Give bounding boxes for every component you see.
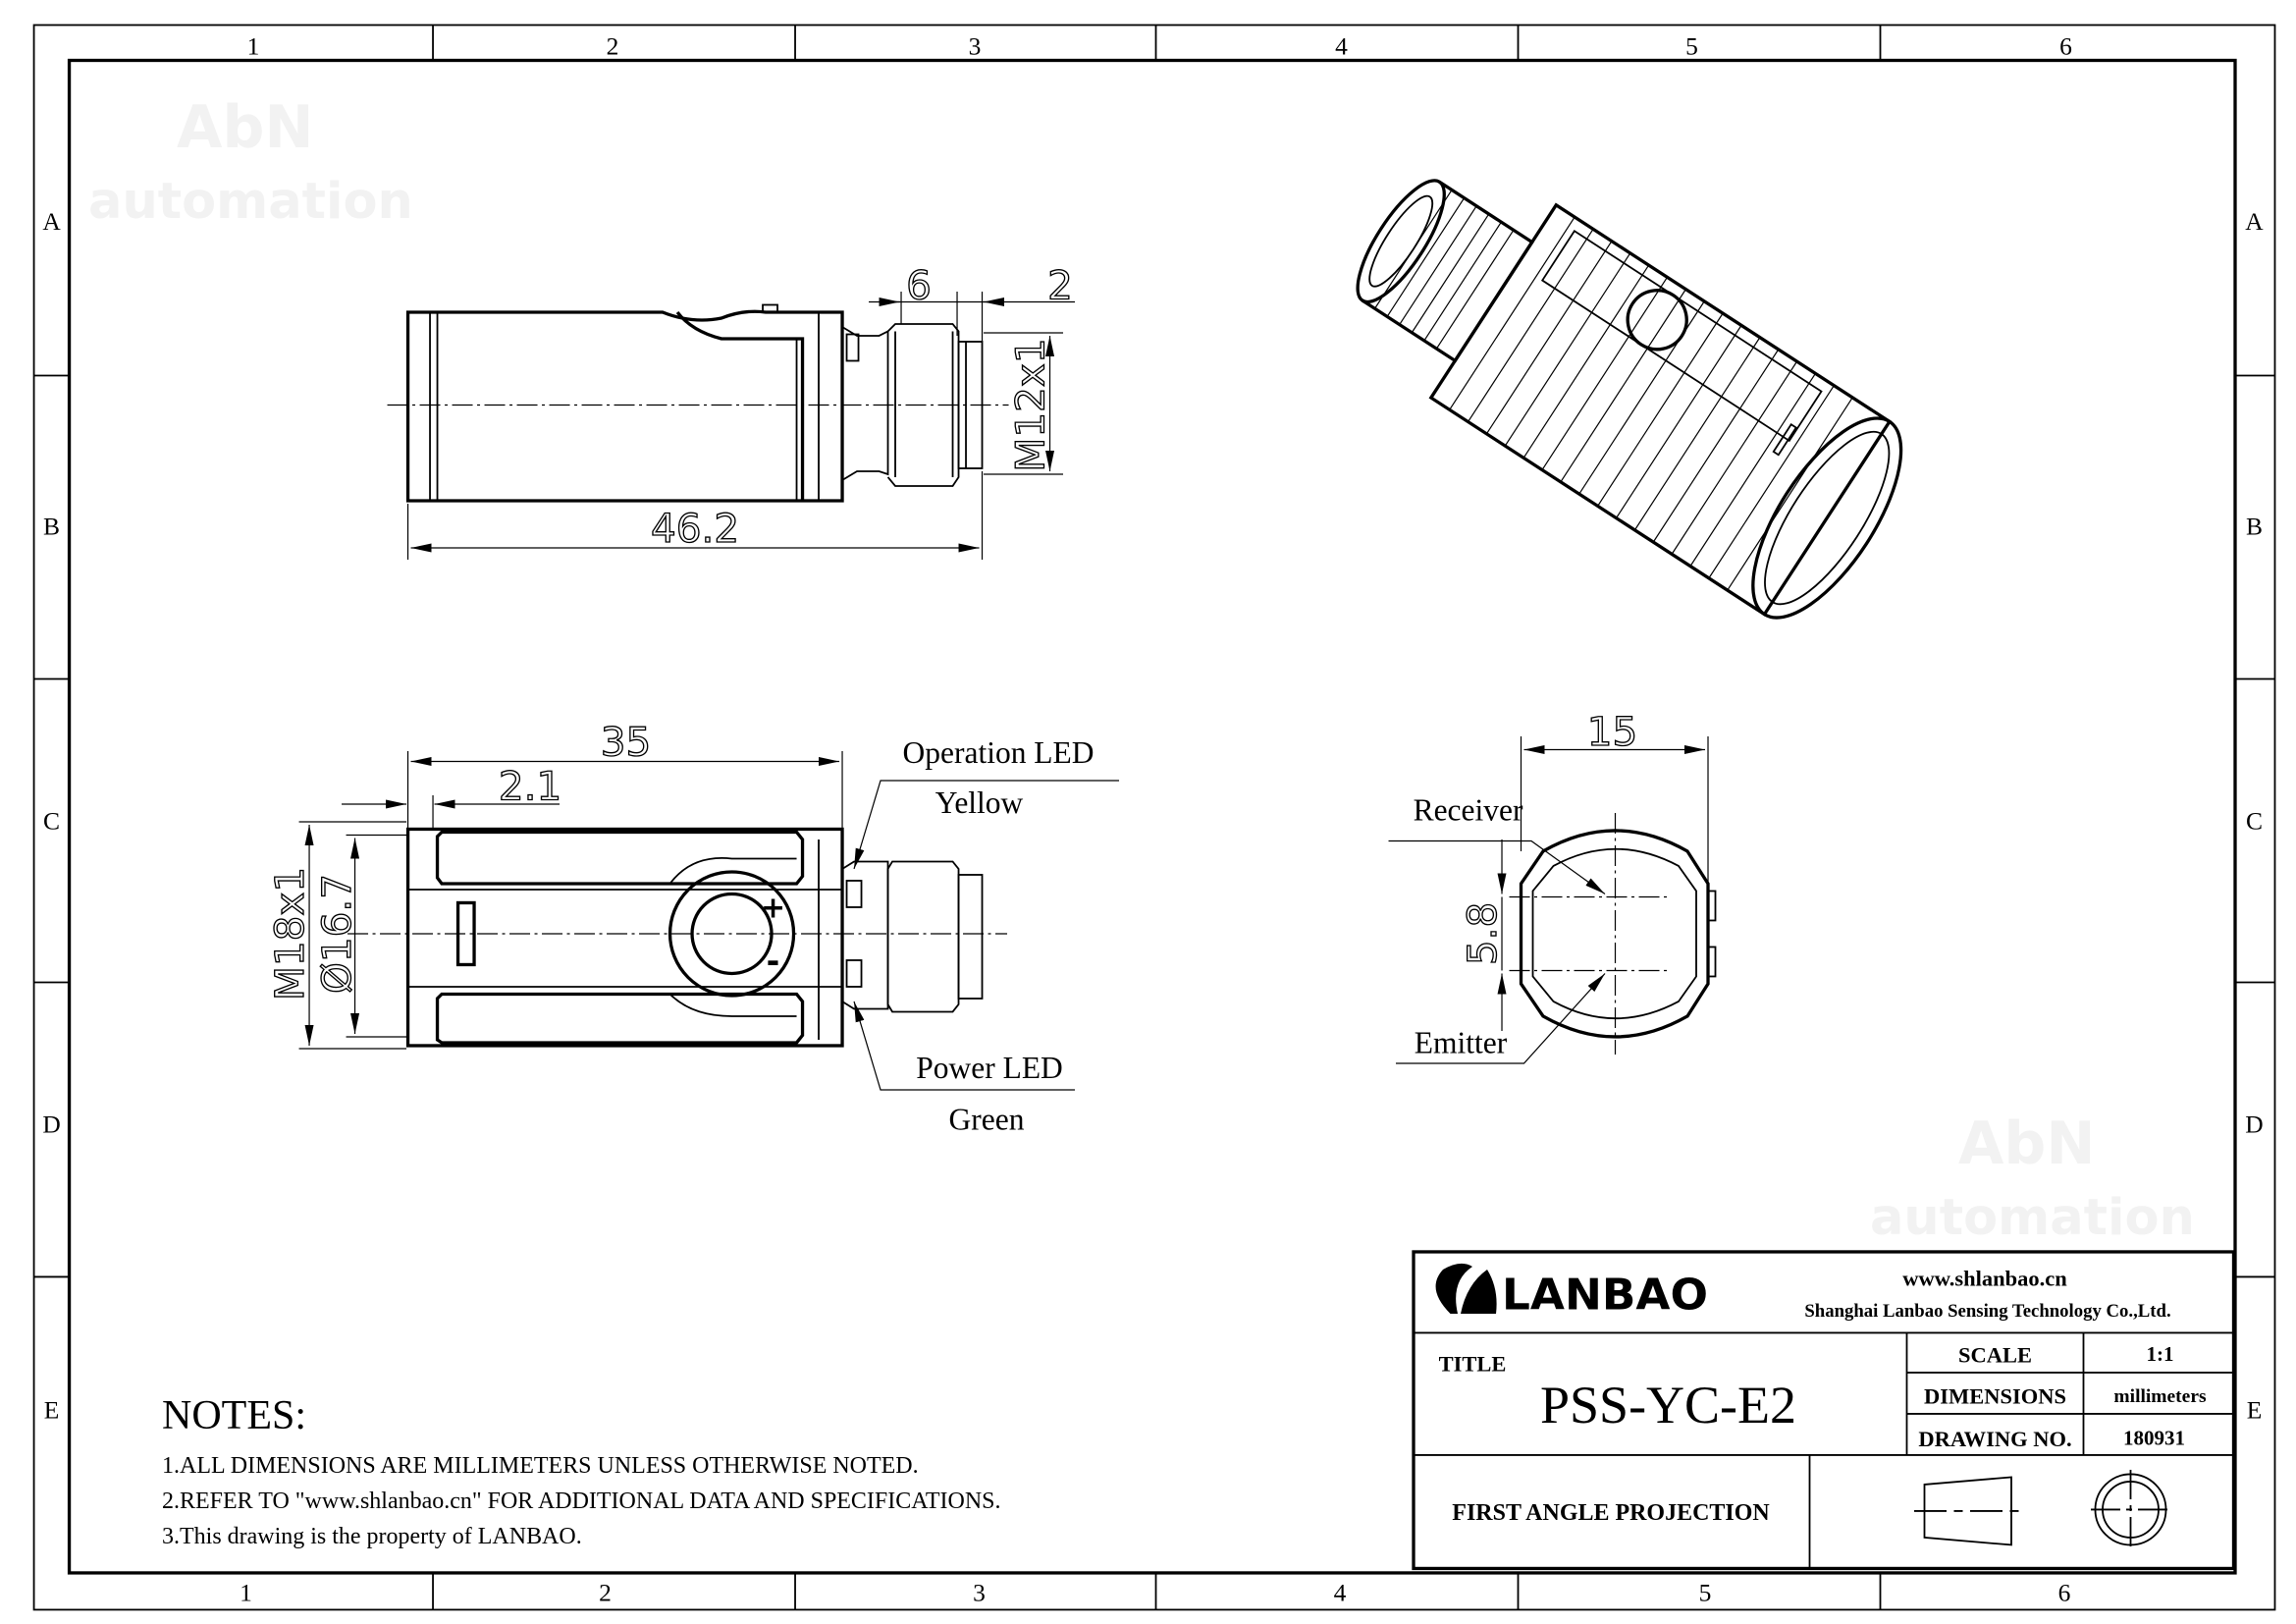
row-label: E: [2247, 1395, 2263, 1424]
emitter-label: Emitter: [1415, 1025, 1508, 1059]
dimensions-label: DIMENSIONS: [1924, 1383, 2066, 1408]
watermark-bottom-right: AbN automation: [1870, 1110, 2195, 1247]
watermark-text: automation: [1870, 1189, 2195, 1247]
dimensions-value: millimeters: [2113, 1386, 2207, 1407]
note-item: 2.REFER TO "www.shlanbao.cn" FOR ADDITIO…: [162, 1489, 1000, 1514]
diameter-dimension: Ø16.7: [313, 874, 360, 994]
minus-marking: -: [767, 942, 780, 980]
width-dimension: 15: [1587, 708, 1638, 755]
row-label: A: [42, 207, 61, 236]
isometric-view: [1356, 179, 1903, 620]
thread-dimension: M12x1: [1007, 338, 1054, 471]
title-label: TITLE: [1439, 1351, 1507, 1376]
column-label: 4: [1334, 1578, 1347, 1606]
watermark-text: AbN: [177, 93, 314, 162]
row-label: B: [2246, 512, 2263, 540]
column-label: 6: [2058, 1578, 2071, 1606]
row-label: B: [43, 512, 60, 540]
length-dimension: 46.2: [651, 505, 739, 552]
column-label: 6: [2059, 31, 2072, 60]
lanbao-logo: LANBAO: [1435, 1263, 1708, 1320]
operation-led-label: Operation LED: [903, 735, 1095, 770]
power-led-color: Green: [949, 1102, 1025, 1136]
row-label: C: [2246, 806, 2263, 835]
column-label: 3: [973, 1578, 986, 1606]
column-label: 1: [240, 1578, 252, 1606]
length-dimension: 35: [601, 718, 652, 765]
receiver-label: Receiver: [1414, 792, 1523, 827]
watermark-text: automation: [88, 173, 413, 231]
drawing-frame: 1 2 3 4 5 6 1 2 3 4 5 6 A B C D E A B C …: [32, 24, 2276, 1611]
notes: NOTES: 1.ALL DIMENSIONS ARE MILLIMETERS …: [162, 1393, 1000, 1549]
note-item: 1.ALL DIMENSIONS ARE MILLIMETERS UNLESS …: [162, 1453, 919, 1479]
column-label: 4: [1335, 31, 1348, 60]
nut-width-dimension: 6: [906, 261, 932, 308]
end-width-dimension: 2: [1047, 261, 1073, 308]
projection-label: FIRST ANGLE PROJECTION: [1452, 1500, 1769, 1526]
website: www.shlanbao.cn: [1902, 1266, 2067, 1290]
spacing-dimension: 5.8: [1459, 902, 1506, 965]
watermark-text: AbN: [1958, 1110, 2096, 1178]
row-label: E: [44, 1395, 60, 1424]
offset-dimension: 2.1: [499, 762, 561, 809]
drawing-no-value: 180931: [2123, 1426, 2185, 1449]
column-label: 5: [1685, 31, 1698, 60]
row-label: D: [42, 1110, 60, 1138]
first-angle-projection-symbol: [1914, 1469, 2170, 1549]
column-label: 5: [1699, 1578, 1712, 1606]
thread-dimension: M18x1: [266, 867, 313, 1001]
scale-value: 1:1: [2147, 1342, 2174, 1366]
note-item: 3.This drawing is the property of LANBAO…: [162, 1524, 582, 1549]
operation-led-color: Yellow: [935, 785, 1024, 820]
side-view: 46.2 6 2 M12x1: [387, 261, 1076, 560]
drawing-no-label: DRAWING NO.: [1918, 1427, 2071, 1451]
plus-marking: +: [761, 891, 785, 925]
column-label: 1: [247, 31, 260, 60]
company-name: Shanghai Lanbao Sensing Technology Co.,L…: [1804, 1301, 2170, 1322]
row-label: A: [2245, 207, 2264, 236]
watermark-top-left: AbN automation: [88, 93, 413, 231]
top-view: + - 35 2.1 M18x1 Ø16.7 Operation LED Yel…: [265, 718, 1120, 1136]
power-led-label: Power LED: [916, 1051, 1063, 1085]
front-view: 15 5.8 Receiver Emitter: [1388, 707, 1717, 1064]
column-label: 3: [969, 31, 982, 60]
row-label: C: [43, 806, 60, 835]
notes-heading: NOTES:: [162, 1393, 306, 1438]
column-label: 2: [599, 1578, 612, 1606]
logo-text: LANBAO: [1502, 1271, 1708, 1320]
title-block: LANBAO www.shlanbao.cn Shanghai Lanbao S…: [1412, 1250, 2236, 1571]
scale-label: SCALE: [1958, 1342, 2032, 1367]
column-label: 2: [607, 31, 619, 60]
row-label: D: [2245, 1110, 2263, 1138]
drawing-title: PSS-YC-E2: [1540, 1376, 1796, 1435]
